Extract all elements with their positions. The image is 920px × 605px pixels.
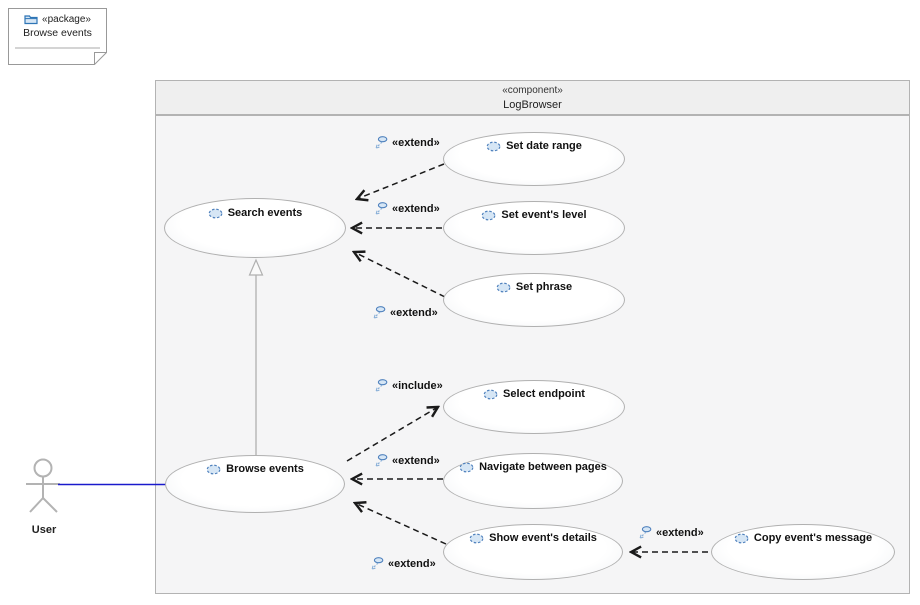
usecase-icon <box>482 210 496 220</box>
extend-icon <box>375 202 388 215</box>
extend-label-copy-events-message[interactable]: «extend» <box>638 526 704 540</box>
extend-edge-show-events-details[interactable] <box>355 503 447 545</box>
usecase-icon <box>469 533 484 543</box>
extend-label-navigate-between-pages[interactable]: «extend» <box>374 454 440 468</box>
usecase-label: Set date range <box>506 140 582 152</box>
include-label-select-endpoint[interactable]: «include» <box>374 379 443 393</box>
usecase-label: Set event's level <box>501 209 587 221</box>
extend-edge-set-phrase[interactable] <box>354 252 446 298</box>
package-name: Browse events <box>23 27 92 39</box>
usecase-search-events[interactable]: Search events <box>164 198 346 258</box>
usecase-set-date-range[interactable]: Set date range <box>443 132 625 186</box>
usecase-label: Search events <box>227 207 303 219</box>
usecase-label: Select endpoint <box>503 388 585 400</box>
usecase-icon <box>483 389 498 399</box>
usecase-set-phrase[interactable]: Set phrase <box>443 273 625 327</box>
extend-label-set-events-level[interactable]: «extend» <box>374 202 440 216</box>
include-edge-select-endpoint[interactable] <box>346 407 438 462</box>
usecase-label: Navigate between pages <box>479 461 607 473</box>
package-note[interactable]: «package» Browse events <box>8 8 107 65</box>
package-stereotype: «package» <box>42 14 91 25</box>
usecase-label: Copy event's message <box>753 532 873 544</box>
extend-label-set-phrase[interactable]: «extend» <box>372 306 438 320</box>
extend-icon <box>639 526 652 539</box>
generalization-edge-browse-to-search[interactable] <box>248 258 264 455</box>
usecase-icon <box>496 282 511 292</box>
usecase-icon <box>459 462 474 472</box>
include-icon <box>375 379 388 392</box>
usecase-navigate-between-pages[interactable]: Navigate between pages <box>443 453 623 509</box>
usecase-icon <box>486 141 501 151</box>
usecase-icon <box>734 533 749 543</box>
usecase-browse-events[interactable]: Browse events <box>165 455 345 513</box>
extend-icon <box>375 454 388 467</box>
actor-user-figure[interactable] <box>26 458 60 513</box>
extend-icon <box>371 557 384 570</box>
component-name: LogBrowser <box>503 99 562 111</box>
usecase-show-events-details[interactable]: Show event's details <box>443 524 623 580</box>
usecase-select-endpoint[interactable]: Select endpoint <box>443 380 625 434</box>
actor-user-label: User <box>31 524 57 536</box>
usecase-set-events-level[interactable]: Set event's level <box>443 201 625 255</box>
extend-icon <box>373 306 386 319</box>
extend-edge-set-date-range[interactable] <box>357 163 445 199</box>
component-stereotype: «component» <box>502 85 563 96</box>
component-header: «component» LogBrowser <box>156 81 909 116</box>
usecase-label: Show event's details <box>489 532 597 544</box>
extend-label-show-events-details[interactable]: «extend» <box>370 557 436 571</box>
usecase-copy-events-message[interactable]: Copy event's message <box>711 524 895 580</box>
usecase-icon <box>206 464 221 474</box>
usecase-icon <box>208 208 223 218</box>
extend-icon <box>375 136 388 149</box>
usecase-label: Set phrase <box>515 281 573 293</box>
extend-label-set-date-range[interactable]: «extend» <box>374 136 440 150</box>
package-folder-icon <box>24 15 38 25</box>
usecase-label: Browse events <box>226 463 304 475</box>
